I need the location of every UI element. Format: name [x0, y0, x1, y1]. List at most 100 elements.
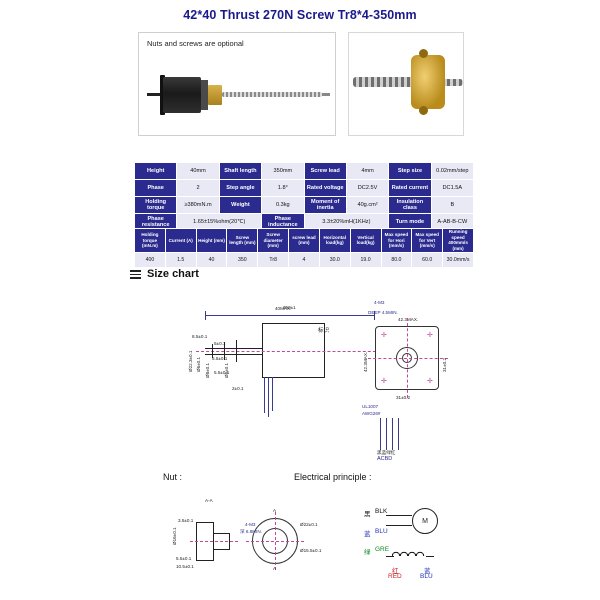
dim-31-bottom: 31±0.2 — [396, 395, 411, 400]
page-title: 42*40 Thrust 270N Screw Tr8*4-350mm — [183, 8, 417, 22]
size-chart-heading: Size chart — [130, 268, 199, 281]
table-row: Phase resistance 1.65±15%ohm(20℃) Phase … — [133, 213, 475, 231]
wire-label-en-black: BLK — [375, 508, 388, 515]
marker-label: 标识 — [318, 328, 330, 334]
product-photo-nut — [348, 32, 464, 136]
nut-label-4-m3: 4-M3 — [245, 522, 256, 527]
step-feature-1 — [212, 344, 213, 358]
dim-42-3-top: 42.3MAX. — [398, 317, 419, 322]
spec-value: B — [430, 196, 475, 214]
cell-value: Tr8 — [257, 251, 290, 268]
dim-2: 2±0.1 — [232, 386, 244, 391]
nut-section-mark-a-top: A — [273, 508, 277, 513]
dim-8-5: 8.5±0.1 — [192, 334, 208, 339]
nut-dim-10-5: 10.5±0.1 — [176, 564, 194, 569]
nut-front-center-v — [275, 512, 276, 570]
table-header-row: Holding torque (mN.m) Current (A) Height… — [134, 228, 474, 253]
lead-line-bottom — [386, 556, 394, 557]
cell-value: 60.0 — [411, 251, 444, 268]
spec-label: Shaft length — [218, 162, 263, 180]
lead-screw-right — [435, 79, 463, 86]
dim-40max-label: 40MAX. — [275, 306, 292, 311]
photo-note: Nuts and screws are optional — [147, 39, 244, 48]
motor-front-plate — [201, 80, 208, 110]
wire-label-cn-black: 黑 — [364, 511, 371, 518]
table-row: Height 40mm Shaft length 350mm Screw lea… — [133, 162, 475, 180]
dim-31-side: 31±0.2 — [442, 357, 447, 372]
spec-value: 350mm — [261, 162, 305, 180]
cell-value: 30.0mm/s — [442, 251, 474, 268]
label-deep-45: DEEP 4.5MIN. — [368, 310, 398, 315]
spec-label: Rated voltage — [303, 179, 347, 197]
spec-value: 0.02mm/step — [430, 162, 475, 180]
center-axis — [196, 351, 386, 352]
motor-outline-left — [262, 323, 263, 377]
spec-value: 2 — [176, 179, 220, 197]
wire-label-en-blue: BLU — [375, 528, 388, 535]
column-header: Running speed 400mm/s (mm) — [442, 228, 474, 253]
wire-label-cn-green: 绿 — [364, 549, 371, 556]
dim-42-3-side: 42.3MAX. — [363, 351, 368, 372]
dim-d22-3: Ø22.3±0.1 — [188, 350, 193, 372]
spec-value: ≥380mN.m — [176, 196, 220, 214]
spec-label: Phase inductance — [261, 213, 305, 231]
brass-flange-nut — [411, 49, 445, 115]
mount-hole-bl: ✛ — [381, 378, 387, 385]
spec-value: DC1.5A — [430, 179, 475, 197]
lead-screw-left — [353, 77, 423, 87]
cell-value: 40 — [195, 251, 228, 268]
column-header: Holding torque (mN.m) — [134, 228, 166, 253]
spec-label: Holding torque — [133, 196, 178, 214]
cell-value: 1.5 — [164, 251, 197, 268]
spec-label: Step size — [388, 162, 432, 180]
cable-spec-awg: AWG26# — [362, 411, 381, 416]
dim-tick-right — [374, 311, 375, 320]
nut-label-deep: 深 6.8MIN. — [240, 529, 262, 534]
column-header: Current (A) — [164, 228, 197, 253]
column-header: Horizontal load(kg) — [318, 228, 351, 253]
front-center-h — [368, 358, 448, 359]
spec-label: Weight — [218, 196, 263, 214]
mount-hole-tr: ✛ — [427, 332, 433, 339]
wire-label-cn-blue2: 蓝 — [424, 568, 431, 575]
table-row: Holding torque ≥380mN.m Weight 0.3kg Mom… — [133, 196, 475, 214]
cable-spec-ul: UL1007 — [362, 404, 379, 409]
nut-dim-3-5: 3.5±0.1 — [178, 518, 194, 523]
wire-label-cn-red: 红 — [392, 568, 399, 575]
screw-outline-top — [205, 348, 262, 349]
motor-outline-top — [262, 323, 325, 324]
screw-outline-bottom — [205, 354, 262, 355]
cell-value: 19.0 — [349, 251, 382, 268]
spec-label: Phase resistance — [133, 213, 178, 231]
hamburger-icon — [130, 268, 141, 281]
wire-colors-cn: 黑蓝绿红 — [377, 450, 396, 455]
size-chart-label: Size chart — [147, 268, 199, 281]
mount-hole-tl: ✛ — [381, 332, 387, 339]
spec-label: Insulation class — [388, 196, 432, 214]
params-table: Holding torque (mN.m) Current (A) Height… — [134, 228, 474, 268]
dim-total-length: 350±1 — [283, 305, 296, 310]
spec-label: Step angle — [218, 179, 263, 197]
step-feature-2 — [224, 342, 225, 360]
spec-value: 0.3kg — [261, 196, 305, 214]
dim-d5: Ø5±0.1 — [224, 362, 229, 378]
spec-value: 4mm — [345, 162, 390, 180]
label-4-m3: 4-M3 — [374, 300, 385, 305]
column-header: Screw diameter (mm) — [257, 228, 290, 253]
nut-dim-d15-5: Ø15.5±0.1 — [300, 548, 322, 553]
nut-outline-top — [196, 522, 214, 523]
coil-winding — [392, 548, 426, 556]
column-header: Max speed for Vert (mm/s) — [411, 228, 444, 253]
product-photo-row: Nuts and screws are optional — [0, 26, 600, 144]
dim-d6: Ø6±0.1 — [196, 356, 201, 372]
spec-value: DC2.5V — [345, 179, 390, 197]
wire-label-en-red: RED — [388, 573, 402, 580]
column-header: Screw length (mm) — [226, 228, 259, 253]
motor-wires — [147, 93, 163, 96]
cell-value: 400 — [134, 251, 166, 268]
motor-rear-cap — [160, 75, 165, 115]
lead-screw — [222, 92, 322, 97]
nut-section-aa: A-A — [205, 498, 213, 503]
spec-table-wrapper: Height 40mm Shaft length 350mm Screw lea… — [133, 162, 475, 231]
motor-outline-right — [324, 323, 325, 377]
